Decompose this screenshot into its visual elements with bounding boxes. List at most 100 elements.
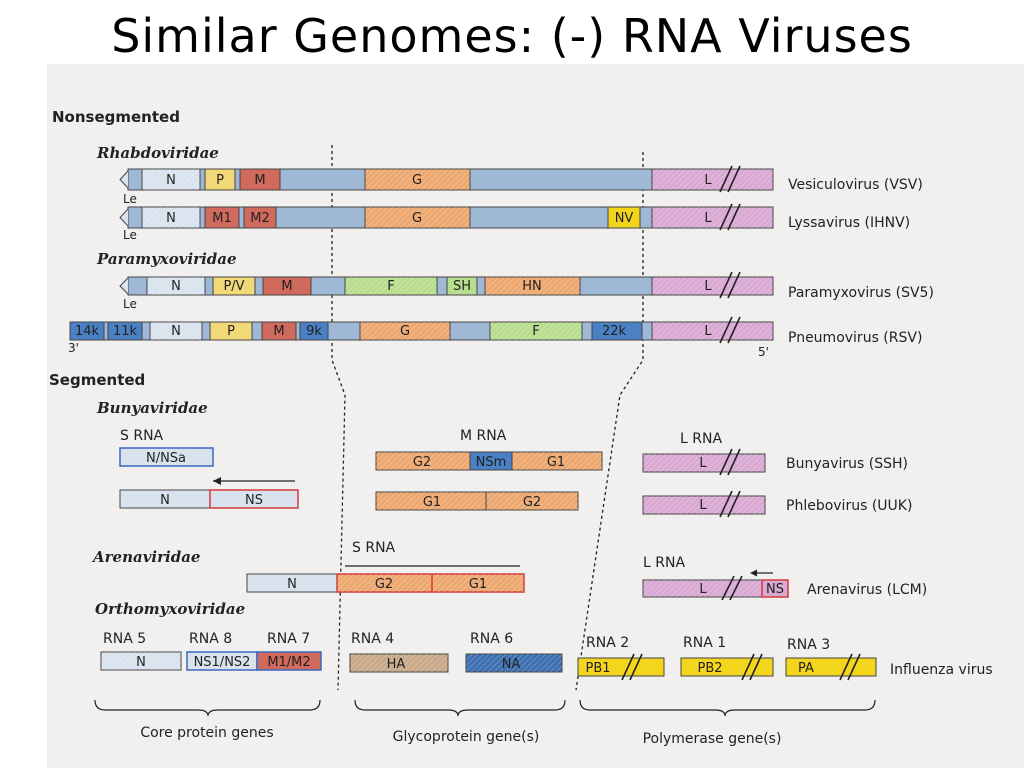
label-n: N (166, 173, 176, 188)
leader-arrow-icon (119, 170, 129, 189)
virus-lcm: Arenavirus (LCM) (807, 582, 927, 598)
gene-14k (69, 321, 105, 341)
section-nonsegmented: Nonsegmented (52, 108, 180, 126)
orthomyxoviridae-genomes: RNA 5 RNA 8 RNA 7 RNA 4 RNA 6 RNA 2 RNA … (100, 631, 877, 681)
label-l: L (699, 582, 707, 597)
virus-ssh: Bunyavirus (SSH) (786, 456, 908, 472)
segment-rna2 (577, 657, 665, 677)
brace-polymerase (579, 699, 876, 717)
label-g2: G2 (375, 577, 393, 592)
break-mark-icon (721, 575, 743, 601)
label-f: F (532, 324, 539, 339)
gene-nsm (469, 451, 513, 471)
break-mark-icon (741, 653, 763, 681)
virus-sv5: Paramyxovirus (SV5) (788, 285, 934, 301)
group-polymerase: Polymerase gene(s) (643, 731, 782, 747)
label-n: N (166, 211, 176, 226)
label-g: G (412, 211, 422, 226)
label-g1: G1 (547, 455, 565, 470)
group-braces (94, 699, 876, 717)
break-mark-icon (719, 165, 741, 193)
break-mark-icon (719, 316, 741, 344)
label-ns1-ns2: NS1/NS2 (194, 655, 251, 670)
break-mark-icon (719, 448, 741, 476)
segment-rna3 (785, 657, 877, 677)
gene-m1 (204, 206, 240, 229)
genome-diagram: Nonsegmented Segmented Rhabdoviridae Par… (49, 108, 993, 747)
family-rhabdoviridae: Rhabdoviridae (96, 144, 219, 162)
arenaviridae-genomes: S RNA N G2 G1 L RNA L NS (246, 540, 789, 601)
label-11k: 11k (113, 324, 138, 339)
label-n: N (160, 493, 170, 508)
label-m: M (273, 324, 284, 339)
label-l-rna: L RNA (643, 555, 685, 571)
label-rna4: RNA 4 (351, 631, 394, 647)
gene-p (204, 168, 236, 191)
label-l: L (704, 324, 712, 339)
leader-arrow-icon (119, 277, 129, 295)
genome-diagram-figure: Nonsegmented Segmented Rhabdoviridae Par… (47, 64, 1024, 768)
label-m-rna: M RNA (460, 428, 507, 444)
gene-n-nsa (119, 447, 214, 467)
label-rna1: RNA 1 (683, 635, 726, 651)
label-p: P (216, 173, 224, 188)
label-m2: M2 (250, 211, 270, 226)
label-n: N (171, 324, 181, 339)
label-ns: NS (245, 493, 263, 508)
label-5-prime: 5' (758, 345, 769, 359)
slide-title: Similar Genomes: (-) RNA Viruses (111, 9, 913, 63)
label-rna7: RNA 7 (267, 631, 310, 647)
alignment-guides (331, 145, 644, 691)
gene-sh (446, 276, 478, 296)
label-pb1: PB1 (585, 661, 610, 676)
label-l: L (704, 279, 712, 294)
break-mark-icon (839, 653, 861, 681)
group-core: Core protein genes (140, 725, 273, 741)
label-f: F (387, 279, 394, 294)
label-m: M (281, 279, 292, 294)
gene-11k (107, 321, 143, 341)
label-le: Le (123, 297, 137, 311)
label-pb2: PB2 (697, 661, 722, 676)
label-rna8: RNA 8 (189, 631, 232, 647)
label-rna5: RNA 5 (103, 631, 146, 647)
gene-9k (299, 321, 329, 341)
label-nsm: NSm (476, 455, 507, 470)
label-hn: HN (522, 279, 542, 294)
label-g2: G2 (523, 495, 541, 510)
label-n-nsa: N/NSa (146, 451, 186, 466)
label-s-rna: S RNA (120, 428, 164, 444)
section-segmented: Segmented (49, 371, 145, 389)
label-n: N (171, 279, 181, 294)
genome-ihnv: N M1 M2 G NV L Le (119, 203, 774, 242)
gene-ns (209, 489, 299, 509)
label-g: G (412, 173, 422, 188)
label-m1-m2: M1/M2 (267, 655, 310, 670)
family-bunyaviridae: Bunyaviridae (96, 399, 208, 417)
virus-rsv: Pneumovirus (RSV) (788, 330, 922, 346)
label-ns: NS (766, 582, 784, 597)
label-rna2: RNA 2 (586, 635, 629, 651)
label-n: N (136, 655, 146, 670)
label-g1: G1 (469, 577, 487, 592)
label-p: P (227, 324, 235, 339)
gene-m (239, 168, 281, 191)
label-ha: HA (387, 657, 406, 672)
label-n: N (287, 577, 297, 592)
genome-rsv: 14k 11k N P M 9k G F 22k L 3' 5' (68, 316, 774, 359)
gene-nv (607, 206, 641, 229)
label-l: L (699, 498, 707, 513)
label-rna6: RNA 6 (470, 631, 513, 647)
virus-uuk: Phlebovirus (UUK) (786, 498, 912, 514)
genome-sv5: N P/V M F SH HN L Le (119, 271, 774, 311)
label-pa: PA (798, 661, 814, 676)
brace-core (94, 699, 321, 717)
label-sh: SH (453, 279, 471, 294)
gene-p (209, 321, 253, 341)
virus-ihnv: Lyssavirus (IHNV) (788, 215, 910, 231)
gene-ns (761, 579, 789, 598)
brace-glyco (354, 699, 566, 717)
gene-m (262, 276, 312, 296)
label-m1: M1 (212, 211, 232, 226)
virus-vsv: Vesiculovirus (VSV) (788, 177, 923, 193)
